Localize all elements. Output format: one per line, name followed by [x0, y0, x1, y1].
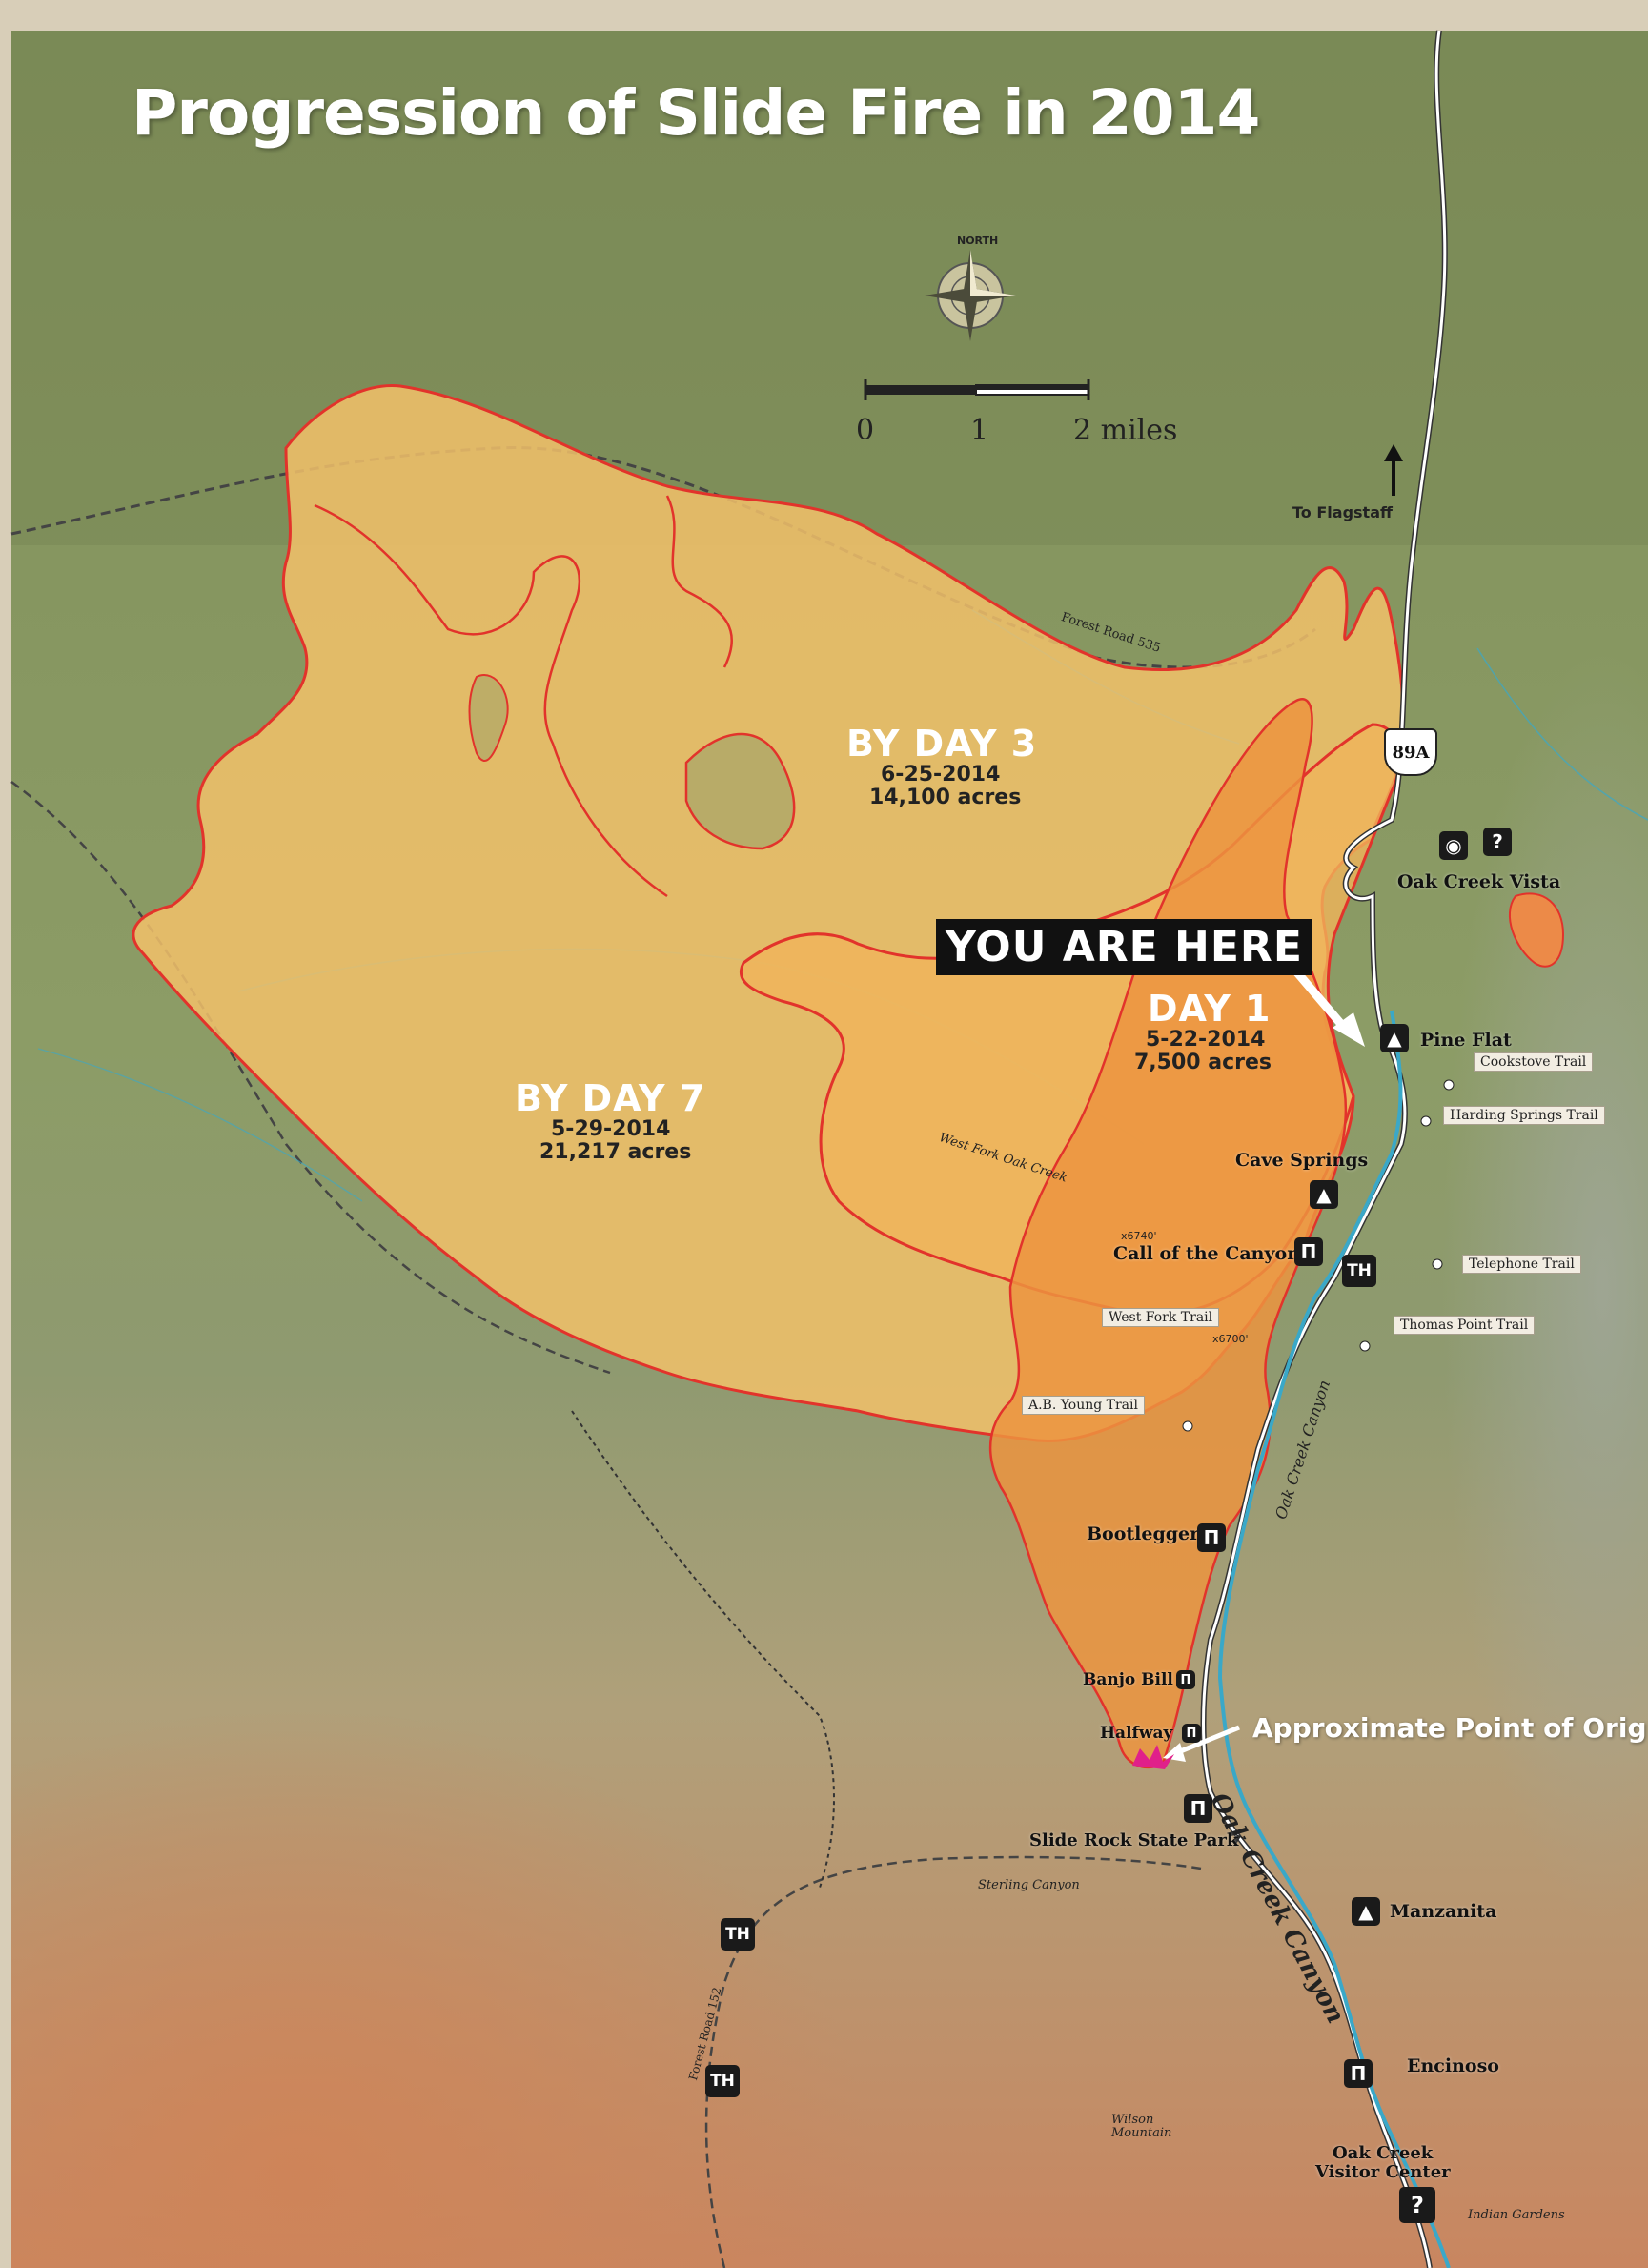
origin-pointer-head [1163, 1743, 1186, 1762]
bootlegger-label: Bootlegger [1087, 1523, 1200, 1544]
origin-marker [1132, 1745, 1174, 1769]
cave-springs-camp-icon[interactable]: ▲ [1310, 1180, 1338, 1209]
scale-label-1: 1 [970, 414, 989, 447]
thomas-point-trail-label: Thomas Point Trail [1394, 1316, 1536, 1335]
visitor-center-label-1: Oak Creek [1333, 2143, 1434, 2163]
cookstove-trail-label: Cookstove Trail [1474, 1052, 1594, 1072]
sterling-canyon-label: Sterling Canyon [978, 1878, 1080, 1892]
scale-label-2: 2 miles [1073, 414, 1178, 447]
west-fork-trail-label: West Fork Trail [1102, 1308, 1220, 1327]
slide-rock-picnic-icon[interactable]: Π [1184, 1794, 1212, 1823]
map-title: Progression of Slide Fire in 2014 [132, 76, 1260, 150]
slide-rock-label: Slide Rock State Park [1029, 1830, 1239, 1850]
day7-acres: 21,217 acres [539, 1140, 692, 1164]
highway-89a-inner [1202, 30, 1447, 2268]
day7-label: BY DAY 7 [515, 1077, 706, 1119]
day3-label: BY DAY 3 [846, 723, 1038, 765]
forest-road-152 [704, 1855, 1202, 2268]
day1-label: DAY 1 [1148, 988, 1272, 1030]
elevation-6700: x6700' [1212, 1333, 1249, 1345]
ab-young-trail-label: A.B. Young Trail [1022, 1396, 1145, 1415]
spot-fire-east [1508, 892, 1565, 968]
oak-creek-vista-label: Oak Creek Vista [1397, 871, 1561, 892]
pine-flat-camp-icon[interactable]: ▲ [1380, 1024, 1409, 1052]
wilson-mountain-label-1: Wilson [1111, 2113, 1154, 2127]
creek-4 [37, 1048, 363, 1202]
creek-3 [1476, 647, 1648, 821]
scale-bar-segment-3 [976, 385, 1088, 390]
bootlegger-picnic-icon[interactable]: Π [1197, 1523, 1226, 1552]
origin-label: Approximate Point of Orig [1252, 1712, 1647, 1744]
encinoso-label: Encinoso [1407, 2055, 1499, 2076]
day1-date: 5-22-2014 [1146, 1028, 1266, 1052]
banjo-bill-picnic-icon[interactable]: Π [1176, 1670, 1195, 1689]
halfway-label: Halfway [1100, 1724, 1173, 1743]
encinoso-picnic-icon[interactable]: Π [1344, 2059, 1373, 2088]
highway-89a-shield: 89A [1384, 728, 1437, 776]
trailhead-icon-west-2[interactable]: TH [705, 2065, 740, 2097]
harding-trailhead [1420, 1115, 1432, 1127]
wilson-mountain-label-2: Mountain [1111, 2126, 1172, 2140]
halfway-picnic-icon[interactable]: Π [1182, 1724, 1201, 1743]
burn-island-2 [468, 674, 509, 762]
you-are-here-pointer-head [1333, 1012, 1365, 1047]
compass-north-label: NORTH [957, 235, 999, 247]
forest-road-535 [10, 445, 1316, 669]
day1-acres: 7,500 acres [1134, 1051, 1272, 1074]
flagstaff-arrow-head [1384, 444, 1403, 461]
day3-acres: 14,100 acres [869, 786, 1022, 809]
pine-flat-label: Pine Flat [1420, 1030, 1512, 1051]
manzanita-label: Manzanita [1390, 1901, 1497, 1922]
you-are-here-label: YOU ARE HERE [936, 919, 1312, 975]
camera-icon[interactable]: ◉ [1439, 831, 1468, 860]
to-flagstaff-label: To Flagstaff [1292, 503, 1393, 521]
call-of-the-canyon-picnic-icon[interactable]: Π [1294, 1237, 1323, 1266]
cookstove-trailhead [1443, 1079, 1455, 1091]
trailhead-icon-west-1[interactable]: TH [721, 1918, 755, 1951]
red-rock-shading [11, 1335, 1155, 2268]
thomas-point-trailhead [1359, 1340, 1371, 1352]
telephone-trailhead [1432, 1258, 1443, 1270]
day3-date: 6-25-2014 [881, 763, 1001, 787]
day7-date: 5-29-2014 [551, 1117, 671, 1141]
scale-bar-segment-1 [865, 385, 976, 395]
plateau-shading [11, 31, 1648, 545]
call-of-the-canyon-label: Call of the Canyon [1113, 1243, 1301, 1264]
elevation-6740: x6740' [1121, 1230, 1157, 1242]
forest-road-west [10, 780, 611, 1375]
info-icon[interactable]: ? [1483, 828, 1512, 856]
ab-young-trailhead [1182, 1420, 1193, 1432]
fire-inner-boundary-1 [314, 503, 668, 898]
burn-island-1 [684, 732, 796, 850]
trailhead-icon-north[interactable]: TH [1342, 1255, 1376, 1287]
fire-inner-boundary-2 [665, 495, 734, 668]
telephone-trail-label: Telephone Trail [1462, 1255, 1581, 1274]
harding-springs-trail-label: Harding Springs Trail [1443, 1106, 1605, 1125]
trail-south [571, 1410, 835, 1889]
scale-label-0: 0 [856, 414, 875, 447]
visitor-center-info-icon[interactable]: ? [1399, 2187, 1435, 2223]
you-are-here-pointer [1287, 962, 1350, 1032]
banjo-bill-label: Banjo Bill [1083, 1670, 1173, 1689]
manzanita-camp-icon[interactable]: ▲ [1352, 1897, 1380, 1926]
visitor-center-label-2: Visitor Center [1315, 2162, 1451, 2182]
compass-rose [925, 250, 1016, 341]
cave-springs-label: Cave Springs [1235, 1150, 1369, 1171]
indian-gardens-label: Indian Gardens [1468, 2208, 1565, 2222]
origin-pointer [1177, 1725, 1240, 1755]
